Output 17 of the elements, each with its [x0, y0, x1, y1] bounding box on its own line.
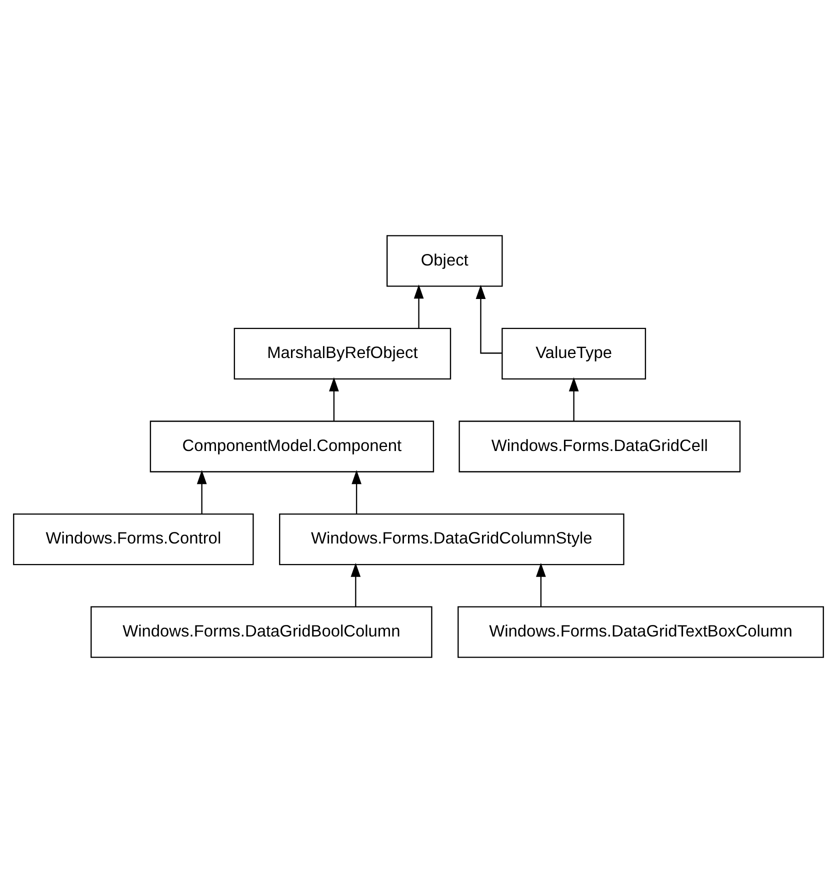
- arrow: [329, 376, 339, 421]
- node-box: Windows.Forms.DataGridCell: [458, 420, 741, 472]
- node-box: Windows.Forms.DataGridColumnStyle: [279, 512, 624, 565]
- arrow: [350, 562, 361, 606]
- node-box: Windows.Forms.DataGridBoolColumn: [90, 606, 432, 658]
- arrow: [568, 376, 579, 421]
- node-box: ValueType: [502, 327, 646, 380]
- node-box: Windows.Forms.DataGridTextBoxColumn: [458, 606, 824, 658]
- node-box: Windows.Forms.Control: [13, 512, 254, 565]
- node-box: MarshalByRefObject: [234, 327, 452, 380]
- arrow: [536, 562, 546, 606]
- arrow: [196, 470, 207, 514]
- arrow: [414, 284, 424, 328]
- arrow: [352, 470, 362, 514]
- node-box: ComponentModel.Component: [150, 420, 434, 472]
- node-box: Object: [386, 234, 503, 286]
- arrow: [476, 284, 502, 354]
